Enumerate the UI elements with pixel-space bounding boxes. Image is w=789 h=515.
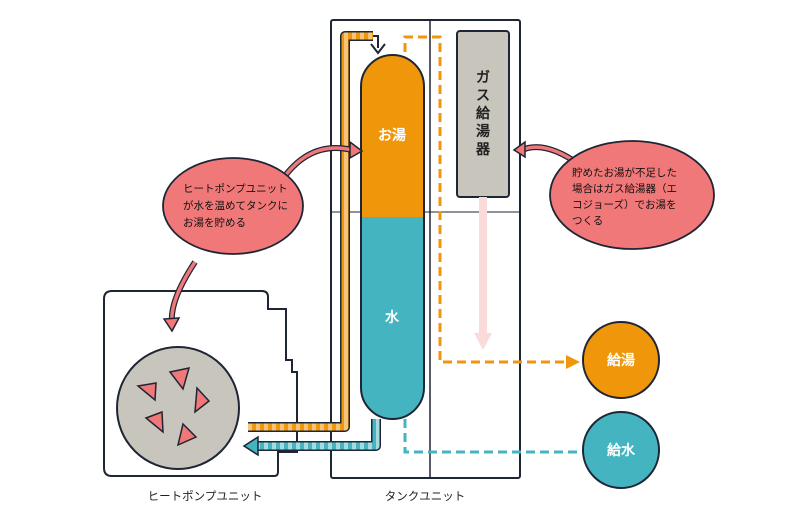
hot-water-label: お湯 (378, 127, 406, 144)
gas-bubble-line-2: 場合はガス給湯器（エ (572, 182, 677, 195)
cold-supply-node: 給水 (582, 411, 660, 489)
cold-supply-line (403, 419, 582, 454)
hot-water-pipe (248, 31, 386, 432)
gas-bubble-line-1: 貯めたお湯が不足した (572, 166, 677, 179)
gas-bubble-line-4: つくる (572, 215, 603, 227)
heat-pump-bubble-line-1: ヒートポンプユニット (183, 183, 288, 195)
water-label: 水 (385, 309, 400, 326)
gas-heater-label: ガス給湯器 (475, 70, 491, 158)
hot-water-region (361, 55, 424, 217)
callout-arrowheads (162, 140, 526, 333)
gas-bubble-line-3: コジョーズ）でお湯を (572, 198, 676, 211)
hot-supply-label: 給湯 (607, 352, 635, 369)
water-return-pipe (242, 419, 381, 457)
storage-tank: お湯 水 (360, 54, 425, 420)
gas-output-arrow (474, 197, 492, 350)
heat-pump-bubble-line-3: お湯を貯める (183, 217, 246, 229)
cold-supply-label: 給水 (607, 442, 636, 459)
fan-icon (116, 346, 240, 470)
tank-unit-caption: タンクユニット (385, 489, 466, 503)
cold-water-region (361, 217, 424, 419)
heat-pump-bubble: ヒートポンプユニット が水を温めてタンクに お湯を貯める (162, 157, 304, 255)
heat-pump-unit-caption: ヒートポンプユニット (148, 489, 263, 503)
hot-supply-node: 給湯 (582, 321, 660, 399)
gas-bubble: 貯めたお湯が不足した 場合はガス給湯器（エ コジョーズ）でお湯を つくる (549, 140, 715, 250)
gas-water-heater: ガス給湯器 (456, 30, 510, 198)
fan-blades (136, 367, 211, 447)
hot-supply-line (403, 35, 580, 369)
heat-pump-bubble-line-2: が水を温めてタンクに (183, 199, 288, 212)
